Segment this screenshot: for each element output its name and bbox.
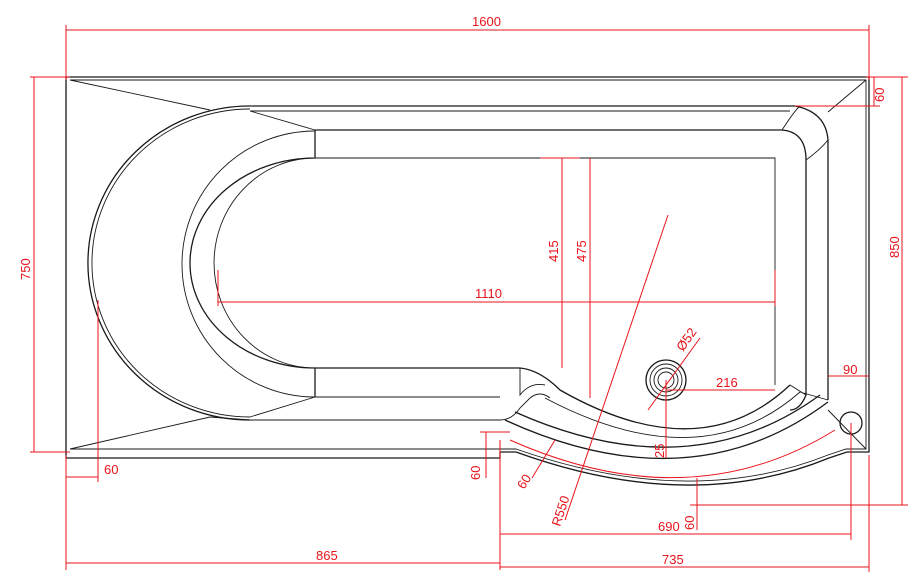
top-inner-rim [250,105,829,400]
dim-overall-width: 750 [18,258,33,280]
bowl-ledge-connector-bottom [249,396,316,418]
front-right-corner [789,384,829,401]
dim-rim-top-right: 60 [872,88,887,102]
left-end-wedge-bottom [69,416,211,450]
dim-overall-length: 1600 [472,14,501,29]
dim-rim-front-vertical: 60 [468,466,483,480]
outer-rim-inner-line [70,79,867,482]
dim-overall-width-panel: 850 [887,236,902,258]
dim-waste-to-edge: 25 [652,444,667,458]
dim-front-radius: R550 [549,494,573,528]
dim-left-section: 865 [316,548,338,563]
bath-outline [65,76,870,486]
dim-inner-width-narrow: 415 [546,240,561,262]
corner-top-right-wedge [827,79,867,113]
dim-panel-chord: 690 [658,519,680,534]
front-curve-outer [504,401,829,459]
dim-waste-diameter: Ø52 [673,325,699,354]
dim-right-section: 735 [662,552,684,567]
dim-inner-width-wide: 475 [574,240,589,262]
bowl-inner-d-arc-2 [213,157,316,369]
left-large-semicircle [87,105,251,421]
corner-bottom-right-wedge [827,409,867,450]
left-end-wedge-top [69,79,211,111]
outer-rim [65,76,870,486]
dim-inner-length: 1110 [475,286,502,301]
bowl-inner-d-arc-1 [181,130,316,398]
bowl-ledge-connector-top [249,110,316,131]
dim-rim-bottom-left: 60 [104,462,118,477]
ledge-bottom-left [209,393,551,421]
front-curve-inner [559,384,791,430]
bowl-bottom-line [315,367,561,391]
dim-rim-front-bottom: 60 [682,516,697,530]
front-curve-inner-2 [544,391,801,438]
dim-right-offset: 90 [843,362,857,377]
dim-rim-front-diagonal: 60 [514,471,534,491]
left-large-semicircle-inner [91,108,251,418]
notch-left [519,368,546,397]
dim-waste-offset: 216 [716,375,738,390]
corner-top-right [781,105,829,161]
dimension-lines [30,25,908,572]
front-curve-ledge [514,394,821,448]
bowl-inner-d-2 [315,157,776,385]
bowl-inner-d [189,130,316,397]
